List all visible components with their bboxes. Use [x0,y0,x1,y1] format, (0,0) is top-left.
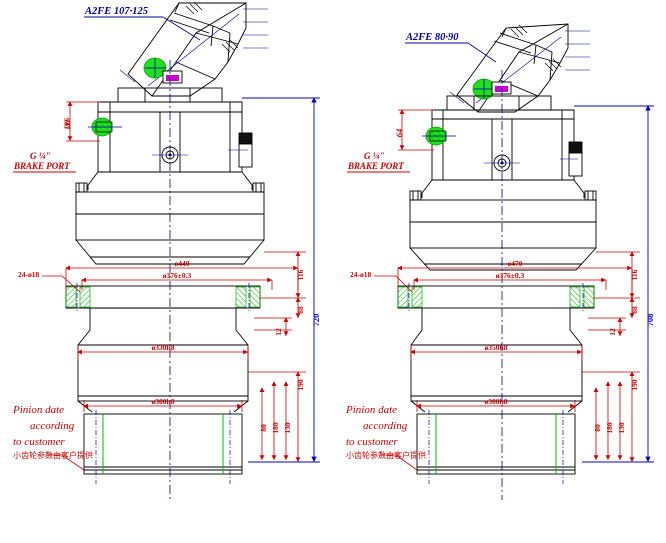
right-brake-port-label: BRAKE PORT [347,161,404,171]
left-motor-body [127,2,247,97]
right-overall-height [574,105,654,463]
left-flange-outer-dim: ø440 [175,259,190,268]
right-side-fitting [560,141,583,177]
left-magenta-block [162,70,183,84]
left-overall-height [242,97,320,463]
left-pinion-note-1: Pinion date [12,404,64,416]
left-motor-ribs [185,1,239,53]
left-bolt-circle-dim: ø376±0.3 [163,271,192,280]
left-h130-dim: 130 [283,422,292,434]
right-bolt-circle-dim: ø376±0.3 [496,271,525,280]
left-h-flange-dim: 88 [296,306,305,314]
right-taper [409,179,597,201]
right-motor-ribs [510,24,562,72]
right-magenta-block [491,81,512,95]
right-pinion-note-2: according [363,420,408,432]
left-h-top-dim: 116 [296,269,305,280]
right-pinion-note-1: Pinion date [345,404,397,416]
right-brake-port-height: 64 [394,129,404,138]
right-motor-centerlines [449,30,590,104]
left-taper [75,171,265,193]
right-spigot-dim: ø350h8 [485,343,508,352]
left-brake-port [88,117,122,137]
left-motor-callout: A2FE 107·125 [84,6,201,41]
left-brake-port-spec: G ¼" [30,151,51,161]
right-h-small-dim: 12 [608,328,617,336]
right-h130-dim: 130 [617,422,626,434]
right-flange-section [409,199,597,271]
left-bolt-spec-dim: 24-ø18 [18,270,39,279]
right-pinion-note-3: to customer [346,436,398,448]
left-motor-label: A2FE 107·125 [84,6,148,17]
left-h-small-dim: 12 [274,328,283,336]
left-h80-dim: 80 [259,424,268,432]
right-housing-dim: ø300h8 [485,397,508,406]
right-lower-body [398,307,594,413]
right-brake-port [422,126,456,146]
right-brake-port-spec: G ¼" [364,151,385,161]
left-side-fitting [228,132,253,168]
right-h80-dim: 80 [593,424,602,432]
right-pinion [416,410,576,484]
right-motor-body [456,23,569,113]
left-brake-port-label: BRAKE PORT [13,161,70,171]
right-motor-label: A2FE 80·90 [405,32,459,43]
left-h180-dim: 180 [271,422,280,434]
right-flange-outer-dim: ø470 [508,259,523,268]
left-pinion [83,410,243,484]
left-total-height-dim: 720 [311,314,321,327]
left-brake-port-height: 20 [62,119,72,129]
right-view: A2FE 80·90 [345,23,655,500]
left-pinion-note-3: to customer [13,436,65,448]
left-housing-dim: ø300h8 [152,397,175,406]
right-bolt-flange [397,283,595,312]
left-h-lower-dim: 190 [296,379,305,391]
left-lower-body [66,307,260,413]
left-pinion-note: Pinion date according to customer 小齿轮参数由… [12,404,93,460]
right-h-flange-dim: 88 [630,306,639,314]
right-h-top-dim: 116 [630,269,639,280]
right-pinion-note-4: 小齿轮参数由客户提供 [346,450,426,460]
left-motor-port [143,57,167,79]
right-bolt-spec-dim: 24-ø18 [350,270,371,279]
right-pinion-note: Pinion date according to customer 小齿轮参数由… [345,404,426,460]
right-total-height-dim: 708 [645,314,655,327]
left-view: A2FE 107·125 [12,1,321,500]
left-spigot-dim: ø330h8 [152,343,175,352]
right-h-lower-dim: 190 [630,379,639,391]
left-bolt-flange [65,283,261,312]
right-motor-callout: A2FE 80·90 [405,32,497,63]
left-brake-height-label: 116 [62,117,72,130]
left-pinion-note-2: according [30,420,75,432]
right-h180-dim: 180 [605,422,614,434]
left-pinion-note-4: 小齿轮参数由客户提供 [13,450,93,460]
